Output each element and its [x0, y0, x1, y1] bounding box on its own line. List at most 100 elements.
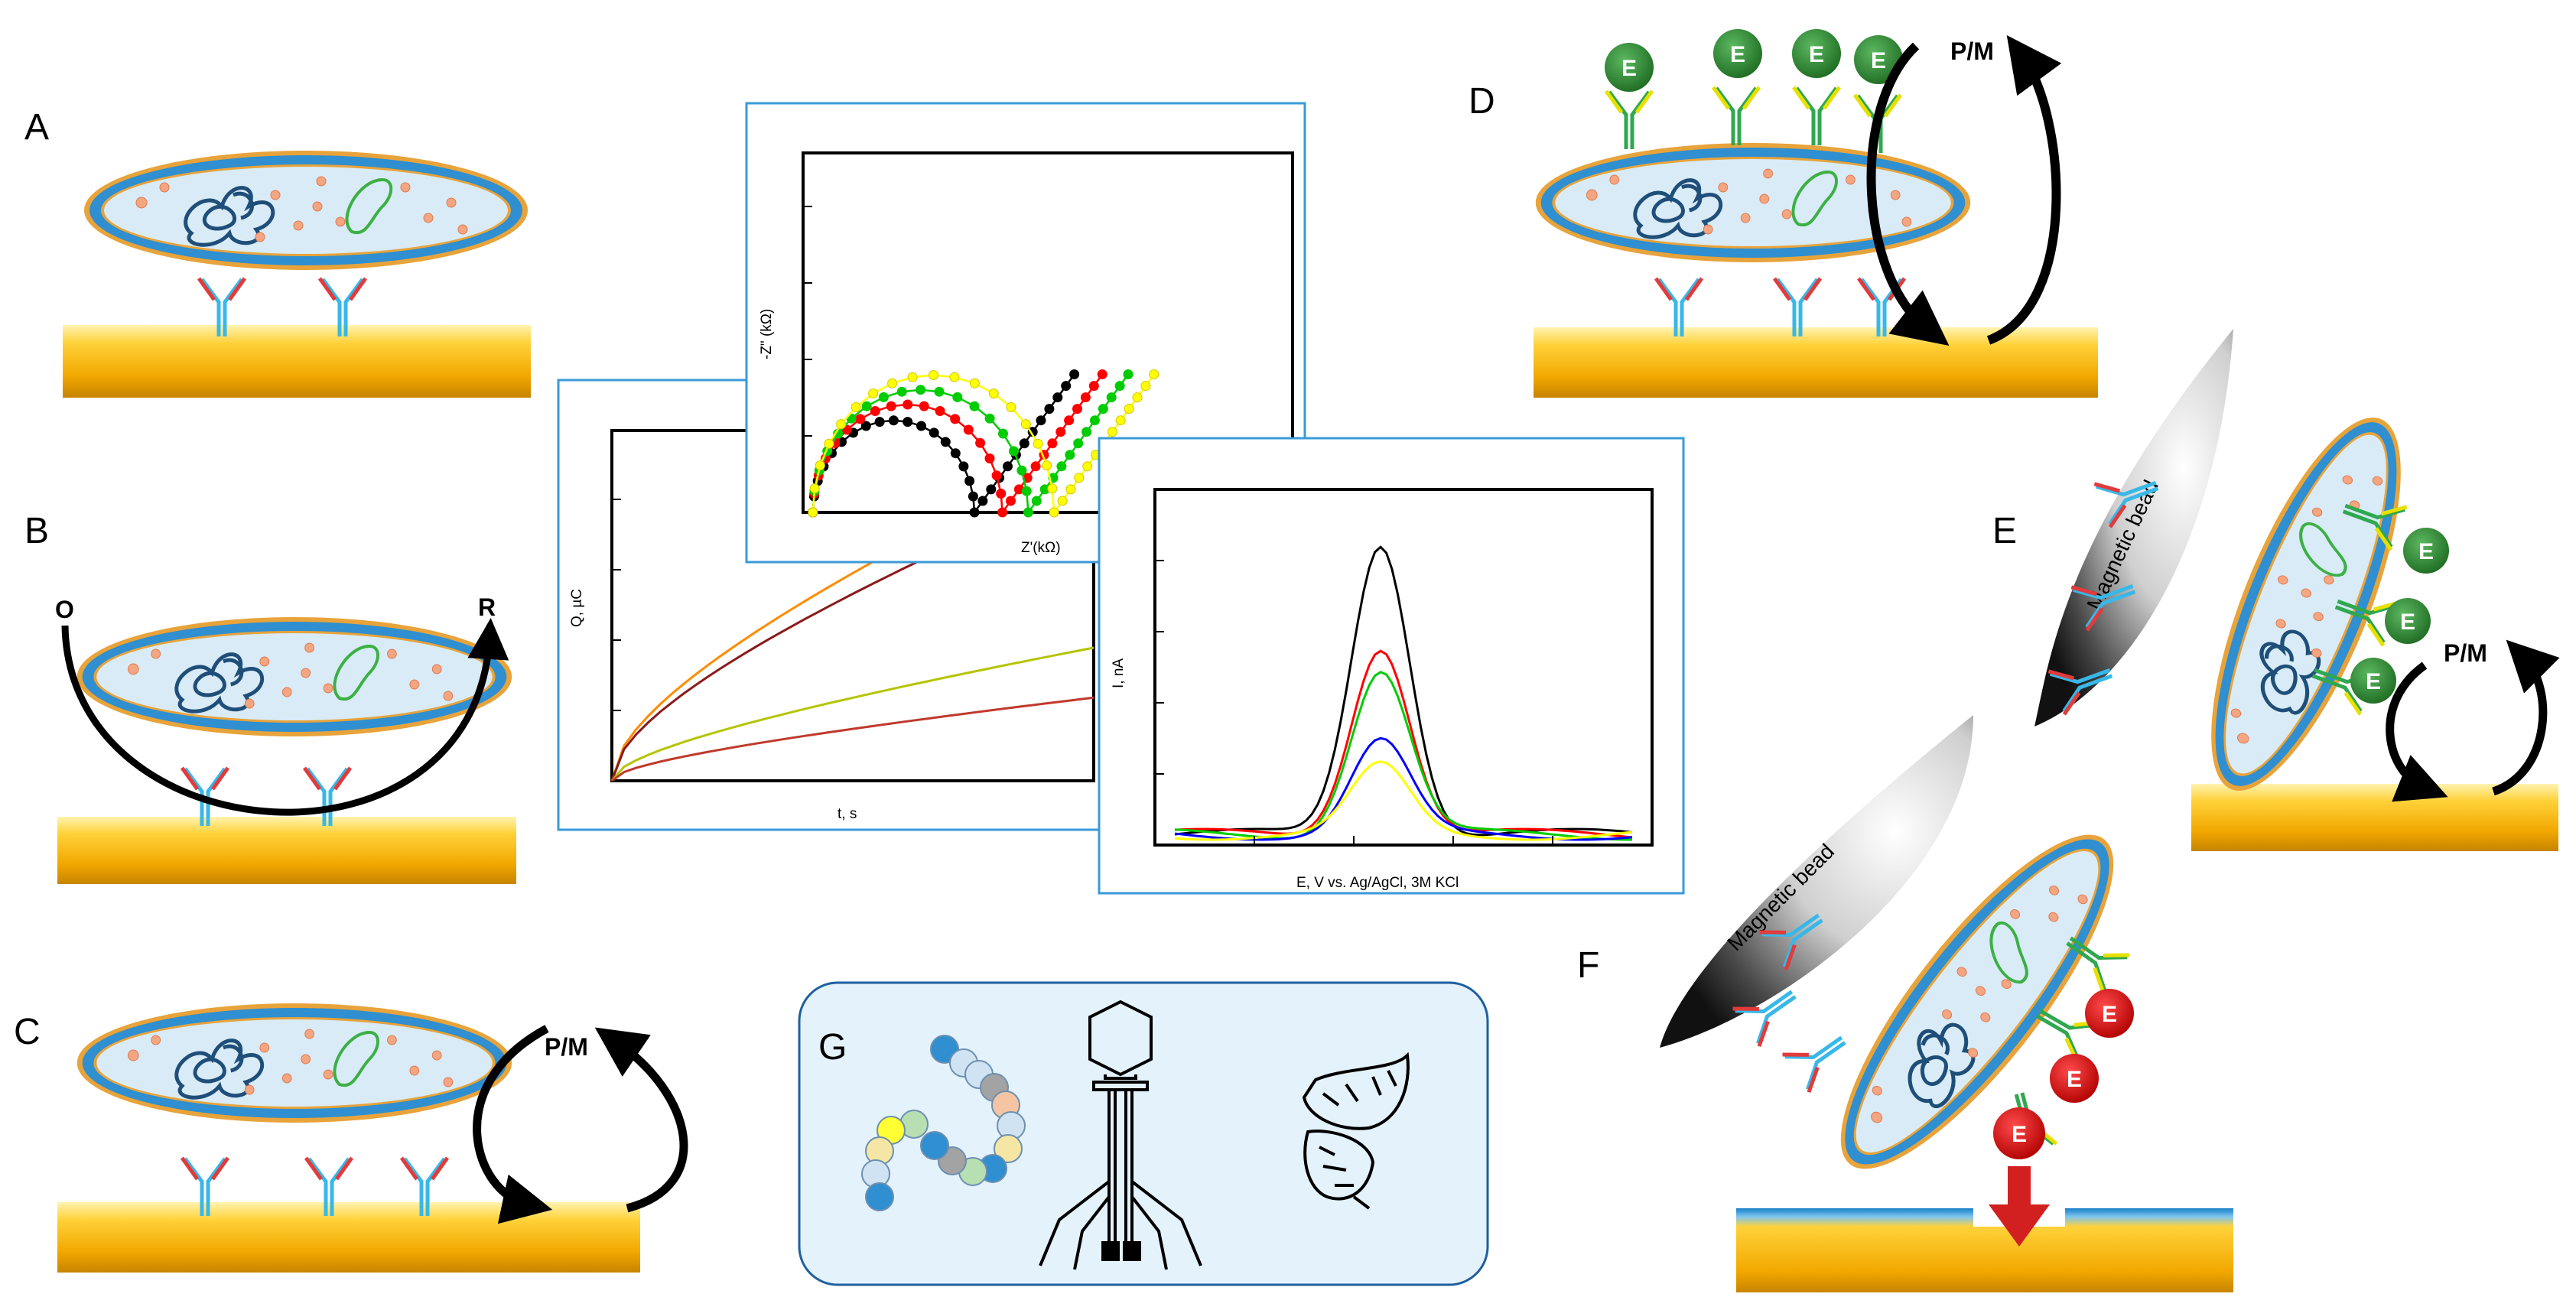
inset-dpv: I, nA E, V vs. Ag/AgCl, 3M KCl [1098, 437, 1685, 895]
panel-letter-e: E [1992, 511, 2017, 551]
eis-point [907, 372, 918, 382]
enzyme-label-green: E [1605, 43, 1654, 92]
svg-text:E: E [1871, 48, 1886, 73]
dpv-xlabel: E, V vs. Ag/AgCl, 3M KCl [1296, 875, 1459, 891]
eis-point [1073, 438, 1084, 449]
eis-point [969, 378, 980, 388]
probe-mediator-label: P/M [545, 1033, 588, 1061]
panel-d: D E E E E P/M [1469, 29, 2098, 398]
cycle-arrow-down [2386, 662, 2448, 802]
bacterium-cell [84, 151, 528, 270]
eis-point [1009, 446, 1019, 457]
eis-point [1055, 427, 1066, 437]
eis-point [1006, 496, 1016, 506]
eis-point [1003, 461, 1013, 472]
eis-point [809, 483, 820, 494]
magnetic-bead [1660, 715, 1973, 1048]
eis-curves [803, 206, 1160, 518]
enzyme-label-green: E [2403, 528, 2449, 574]
probe-mediator-label: P/M [2444, 639, 2487, 667]
redox-arrow [61, 618, 509, 816]
eis-point [916, 421, 926, 431]
eis-ylabel: -Z" (kΩ) [759, 309, 775, 359]
eis-point [1072, 404, 1082, 414]
eis-point [916, 385, 926, 395]
electrode-d [1534, 327, 2098, 398]
eis-point [977, 496, 988, 506]
eis-point [986, 484, 997, 495]
eis-point [1019, 438, 1029, 449]
svg-text:E: E [2418, 539, 2434, 564]
eis-point [1097, 369, 1107, 379]
dpv-curve-3 [1174, 671, 1632, 841]
svg-text:E: E [2012, 1122, 2027, 1147]
svg-text:E: E [1809, 42, 1824, 67]
enzyme-label-green: E [2385, 598, 2431, 644]
eis-point [1056, 461, 1067, 472]
panel-c: C P/M [14, 1003, 688, 1273]
chrono-curve-4 [611, 696, 1094, 782]
eis-point [874, 417, 885, 427]
dpv-ylabel: I, nA [1111, 658, 1127, 688]
eis-point [903, 399, 913, 410]
eis-point [975, 437, 986, 448]
eis-point [1033, 438, 1043, 449]
eis-point [1023, 507, 1033, 518]
eis-point [1124, 404, 1134, 414]
enzyme-label-green: E [2350, 658, 2396, 704]
eis-point [1098, 404, 1108, 414]
eis-point [1088, 381, 1099, 392]
eis-point [952, 392, 963, 402]
enzyme-label-red: E [2085, 989, 2134, 1038]
eis-point [836, 419, 847, 430]
eis-point [1082, 461, 1093, 472]
panel-g: G [798, 981, 1489, 1286]
eis-point [1042, 460, 1052, 471]
eis-point [950, 448, 961, 459]
eis-point [1064, 415, 1075, 426]
eis-point [1069, 369, 1080, 379]
eis-point [988, 388, 999, 398]
eis-point [855, 414, 866, 424]
eis-point [1089, 415, 1100, 426]
eis-point [1016, 465, 1027, 476]
eis-point [1080, 392, 1091, 403]
cycle-arrow-down [1866, 42, 1950, 346]
svg-text:E: E [2366, 669, 2381, 694]
eis-point [1149, 369, 1160, 379]
eis-point [1081, 427, 1092, 437]
eis-point [1132, 392, 1143, 403]
eis-point [886, 401, 896, 411]
eis-point [984, 453, 995, 463]
eis-point [934, 386, 945, 397]
bacterium-cell [77, 617, 512, 736]
dpv-curve-2 [1174, 649, 1633, 839]
cycle-arrow-up [594, 1027, 688, 1213]
eis-point [887, 378, 898, 388]
eis-point [824, 438, 834, 449]
cycle-arrow-up [1986, 34, 2062, 345]
eis-point [815, 460, 825, 471]
svg-text:E: E [2102, 1002, 2117, 1027]
cycle-arrow-down [473, 1025, 553, 1224]
eis-point [1123, 369, 1134, 379]
eis-point [1074, 473, 1085, 483]
svg-text:E: E [1730, 42, 1745, 67]
chrono-xlabel: t, s [838, 806, 857, 822]
peptide-chain-icon [861, 1035, 1026, 1211]
eis-point [958, 461, 969, 472]
panel-f: F Magnetic bead E E E [1577, 715, 2233, 1292]
panel-letter-a: A [24, 107, 49, 148]
eis-point [1107, 427, 1117, 437]
eis-point [1061, 381, 1072, 392]
panel-e: E Magnetic bead E E E P/M [1992, 329, 2560, 851]
eis-point [1106, 392, 1117, 403]
eis-point [963, 424, 974, 435]
eis-point [1115, 415, 1126, 426]
electrode-a [63, 325, 531, 398]
cycle-arrow-up [2492, 639, 2560, 796]
eis-point [1021, 486, 1032, 496]
eis-point [929, 427, 939, 438]
eis-point [878, 392, 889, 402]
signal-arrow [1989, 1166, 2050, 1247]
